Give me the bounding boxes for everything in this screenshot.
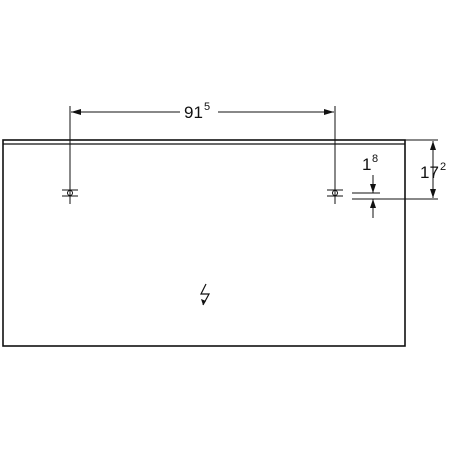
lightning-bolt-icon (200, 283, 211, 306)
width-value-sup: 5 (204, 101, 210, 113)
height-value: 17 (420, 163, 439, 182)
width-arrow-left (71, 109, 81, 115)
offset-value: 1 (362, 155, 371, 174)
height-arrow-bottom (430, 189, 436, 198)
height-dimension: 17 2 (405, 139, 446, 198)
height-arrow-top (430, 141, 436, 150)
width-dimension: 91 5 (69, 101, 336, 200)
offset-value-sup: 8 (372, 153, 378, 165)
offset-dimension: 1 8 (352, 153, 438, 218)
mount-point-icon (327, 186, 343, 204)
width-arrow-right (324, 109, 334, 115)
offset-arrow-bottom (370, 199, 376, 208)
panel-outline (2, 139, 406, 347)
offset-arrow-top (370, 184, 376, 193)
width-value: 91 (184, 103, 203, 122)
mount-point-icon (62, 186, 78, 204)
height-value-sup: 2 (440, 161, 446, 173)
